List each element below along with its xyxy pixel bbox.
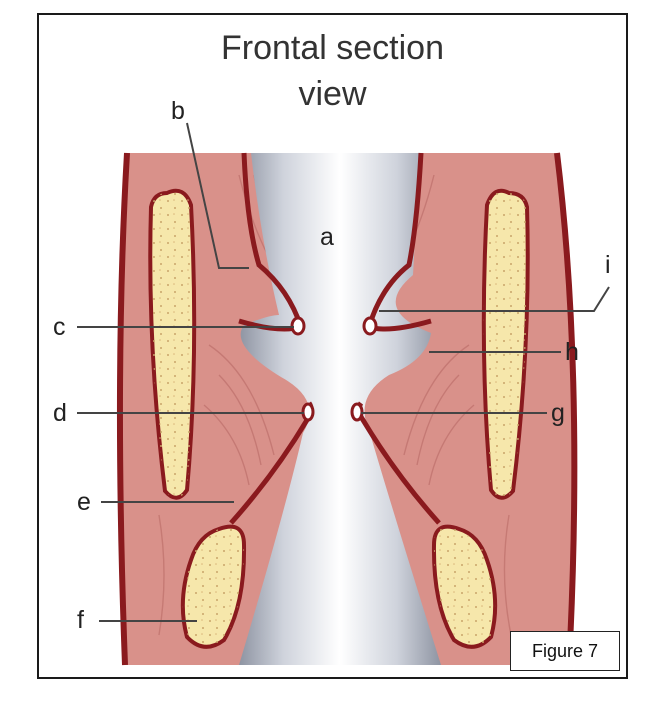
right-vocal-tip <box>350 402 364 422</box>
right-thyroid-dots <box>483 190 528 498</box>
label-e: e <box>77 488 91 516</box>
left-vestibular-fold <box>238 152 305 332</box>
leader-b <box>186 122 249 269</box>
label-i: i <box>605 251 611 279</box>
right-vestibular-tip <box>362 316 378 336</box>
left-outer-edge <box>116 152 130 666</box>
label-g: g <box>551 399 565 427</box>
title-line-1: Frontal section <box>221 29 444 67</box>
label-f: f <box>77 606 84 634</box>
label-d: d <box>53 399 67 427</box>
label-a: a <box>320 223 334 251</box>
label-b: b <box>171 97 185 125</box>
left-vocal-tip <box>301 402 315 422</box>
figure-frame: Frontal section view a b c d e f g h i F… <box>37 13 628 679</box>
left-cricoid-dots <box>182 526 245 647</box>
right-cricoid-dots <box>433 526 496 647</box>
leader-i <box>379 286 610 312</box>
figure-caption: Figure 7 <box>510 631 620 671</box>
leader-lines <box>77 122 610 622</box>
right-vestibular-fold <box>365 152 432 332</box>
title-line-2: view <box>298 75 367 113</box>
larynx-diagram <box>77 122 610 666</box>
left-thyroid-dots <box>150 190 195 498</box>
label-h: h <box>565 338 579 366</box>
label-c: c <box>53 313 66 341</box>
right-outer-edge <box>554 152 578 666</box>
